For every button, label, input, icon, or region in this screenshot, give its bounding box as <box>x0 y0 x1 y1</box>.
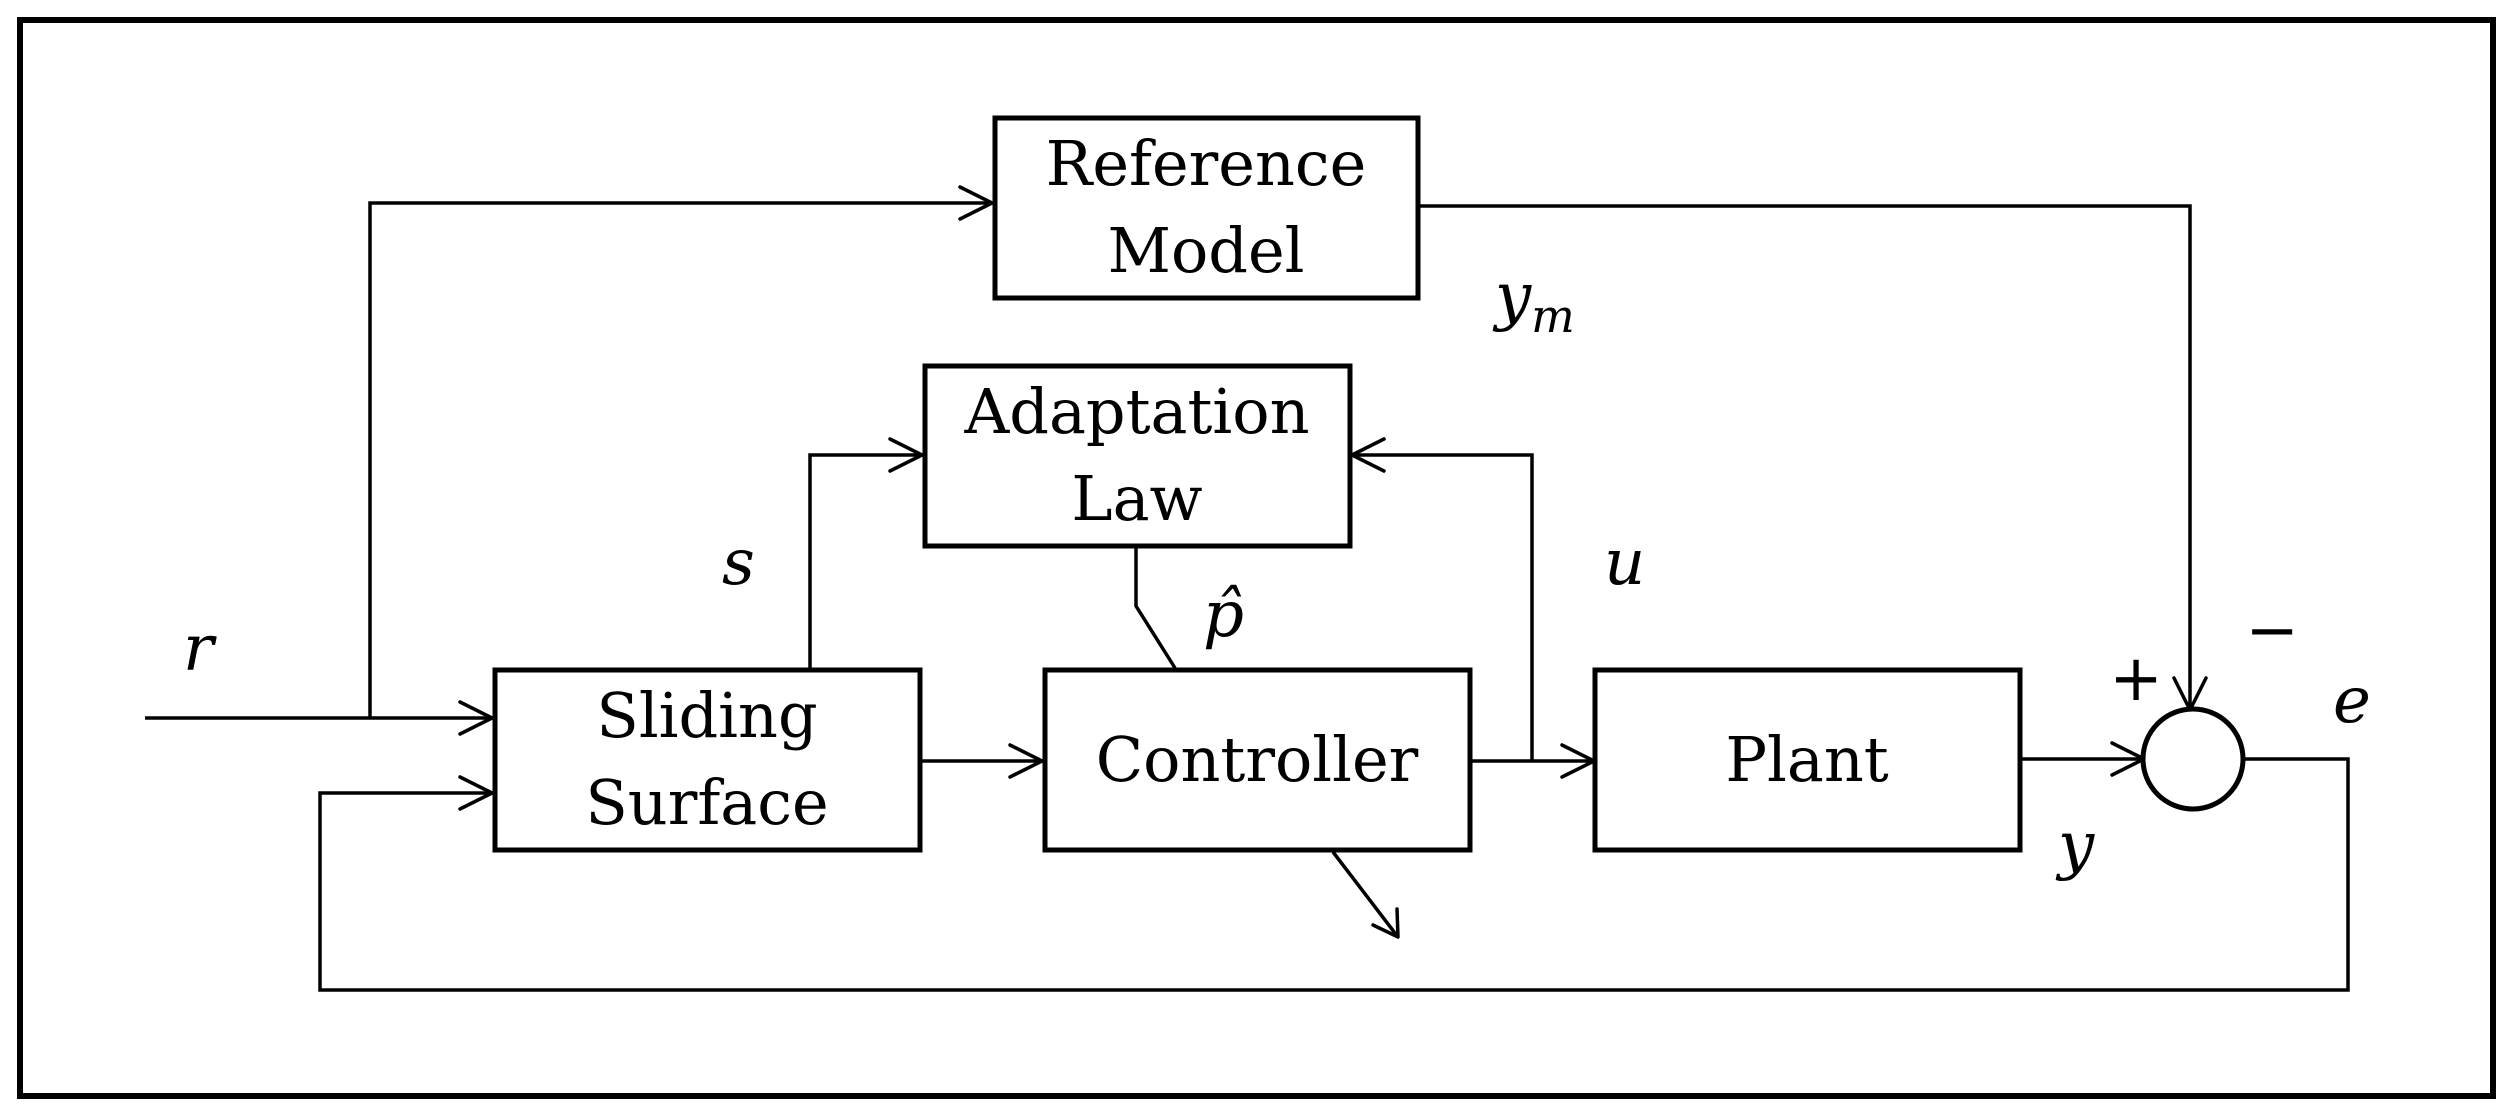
plant-block <box>1592 667 2023 853</box>
sliding-to-controller-arrowhead <box>1008 743 1044 779</box>
controller-diagonal-arrowhead <box>1371 907 1400 939</box>
ym-wire <box>1418 204 2192 708</box>
reference-model-label-line1: Reference <box>1046 127 1367 200</box>
signal-ym-base: y <box>1492 260 1532 334</box>
sliding-surface-label-line2: Surface <box>585 766 828 839</box>
s-wire <box>808 453 920 668</box>
reference-model-label-line2: Model <box>1107 214 1304 287</box>
controller-block <box>1042 667 1473 853</box>
plant-label: Plant <box>1725 723 1888 796</box>
signal-y-label: y <box>2055 809 2095 883</box>
signal-ym-label: ym <box>1492 260 1575 343</box>
signal-e-label: e <box>2333 664 2371 738</box>
p-hat-wire <box>1134 546 1177 669</box>
e-feedback-wire <box>318 757 2350 992</box>
r-to-sliding-arrowhead <box>458 700 494 736</box>
adaptation-law-block <box>922 363 1353 549</box>
signal-u-label: u <box>1604 526 1645 600</box>
summing-minus-sign: − <box>2245 594 2299 668</box>
summing-junction <box>2140 706 2246 812</box>
r-to-reference-arrowhead <box>958 185 994 221</box>
signal-s-label: s <box>722 526 755 600</box>
diagram-frame <box>17 17 2496 1099</box>
reference-model-block <box>992 115 1421 301</box>
controller-label: Controller <box>1096 723 1419 796</box>
sliding-surface-block <box>492 667 923 853</box>
signal-p-hat-label: p̂ <box>1203 578 1244 652</box>
r-to-reference-wire <box>368 201 990 718</box>
signal-r-label: r <box>183 612 217 686</box>
e-feedback-arrowhead <box>458 775 494 811</box>
adaptation-law-label-line1: Adaptation <box>964 375 1310 448</box>
adaptation-law-label-line2: Law <box>1071 462 1202 535</box>
signal-ym-subscript: m <box>1531 289 1575 343</box>
u-to-adaptation-wire <box>1354 453 1534 761</box>
sliding-surface-label-line1: Sliding <box>596 679 817 752</box>
summing-plus-sign: + <box>2109 642 2163 716</box>
s-arrowhead <box>888 437 924 473</box>
controller-diagonal-wire <box>1331 850 1400 939</box>
